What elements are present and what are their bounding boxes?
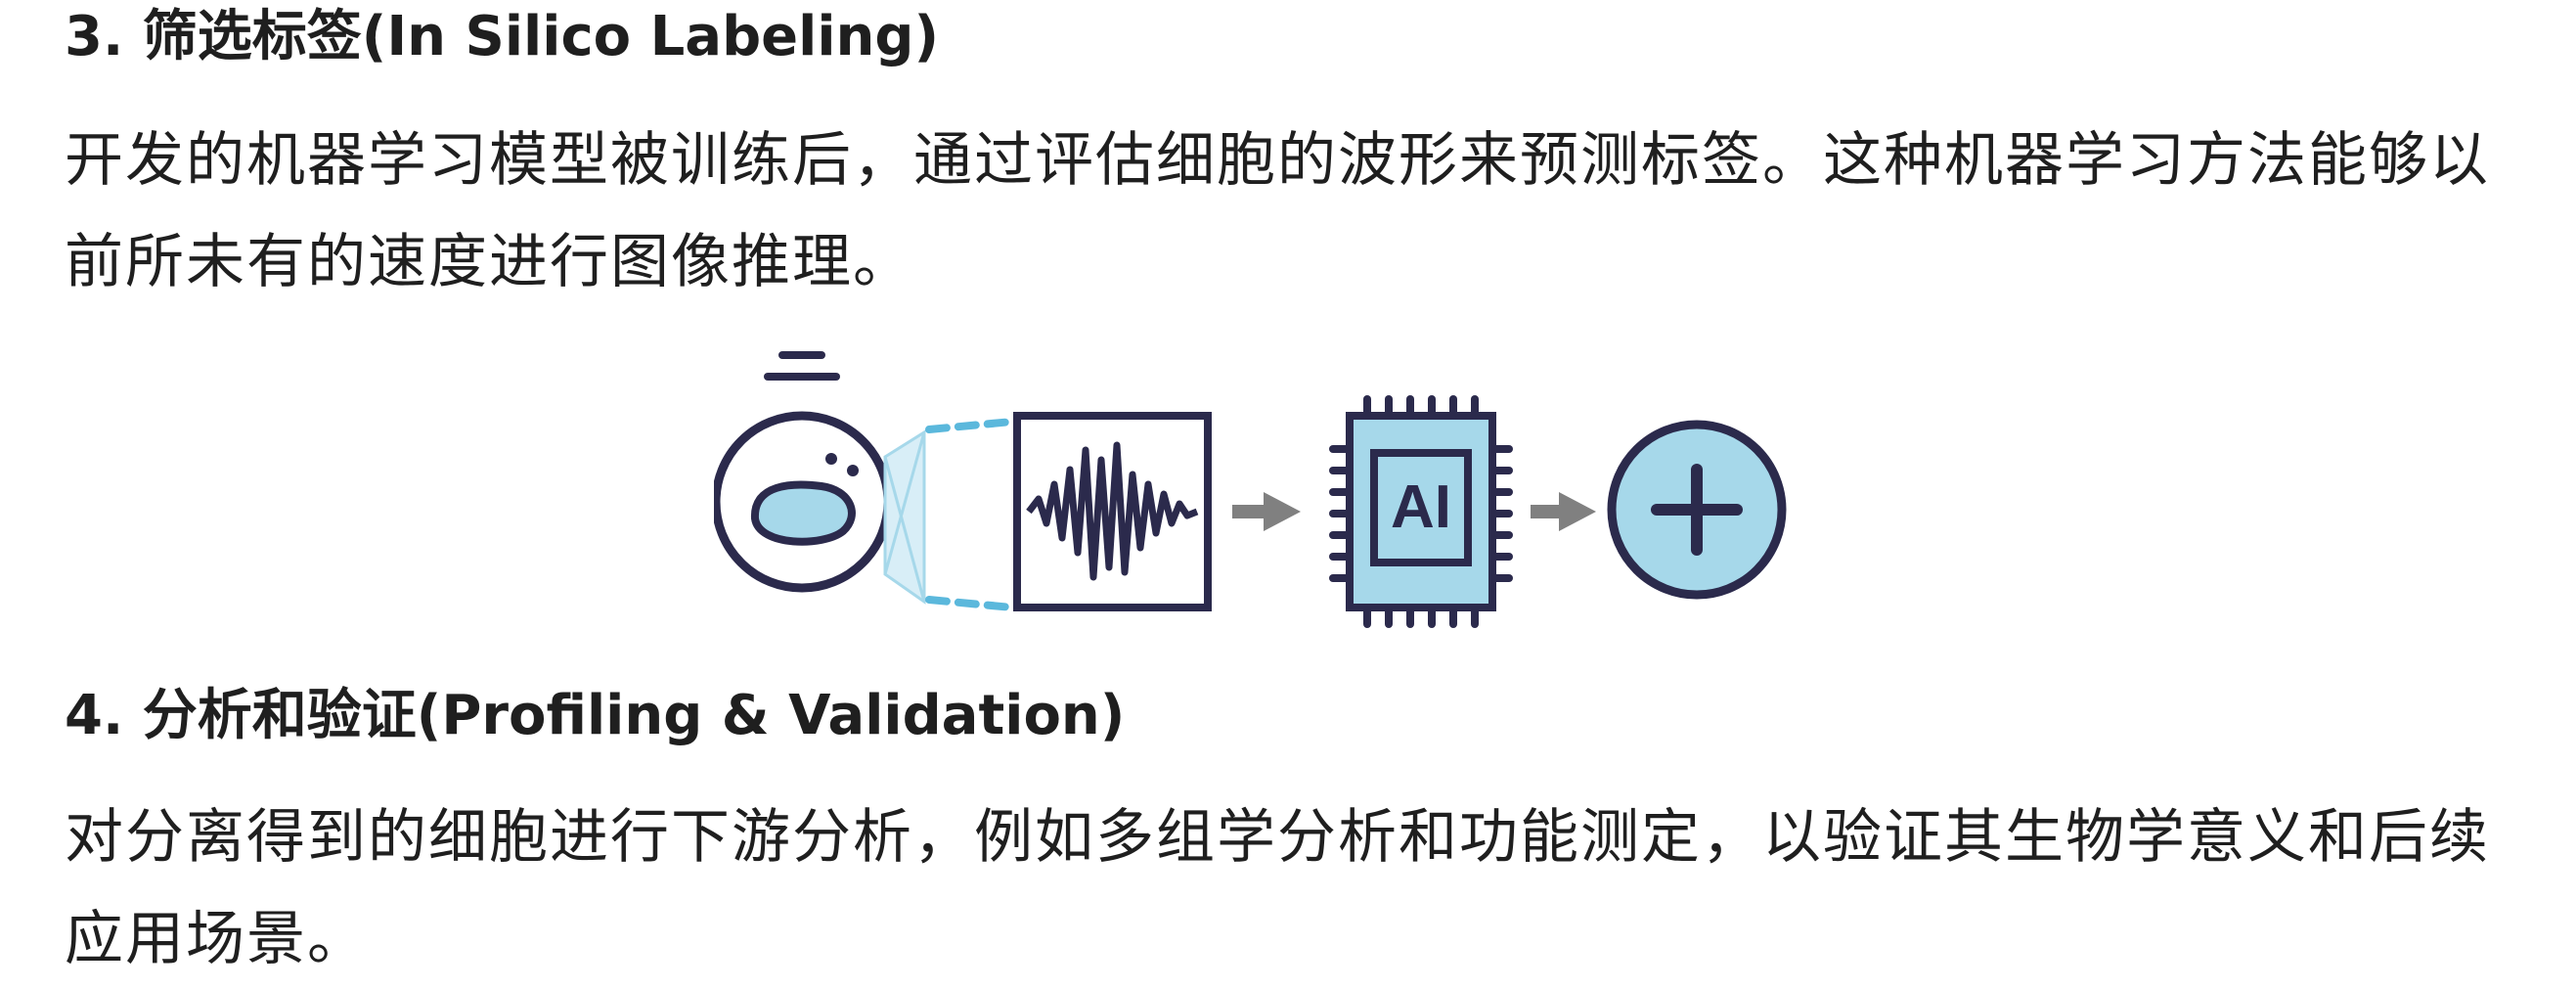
arrow-right-icon	[1232, 492, 1301, 531]
ai-chip-label: AI	[1391, 473, 1451, 541]
arrow-right-icon	[1531, 492, 1596, 531]
workflow-figure: AI	[714, 351, 1787, 628]
section-3-paragraph: 开发的机器学习模型被训练后，通过评估细胞的波形来预测标签。这种机器学习方法能够以…	[65, 126, 2490, 296]
section-4-paragraph: 对分离得到的细胞进行下游分析，例如多组学分析和功能测定，以验证其生物学意义和后续…	[65, 803, 2490, 973]
section-3-heading: 3. 筛选标签(In Silico Labeling)	[65, 5, 940, 68]
section-4-heading: 4. 分析和验证(Profiling & Validation)	[65, 684, 1126, 747]
beam-icon	[883, 418, 1016, 611]
plus-circle-icon	[1607, 420, 1787, 600]
ai-chip-icon: AI	[1329, 395, 1513, 628]
cell-icon	[714, 351, 893, 593]
waveform-icon	[1013, 412, 1212, 611]
